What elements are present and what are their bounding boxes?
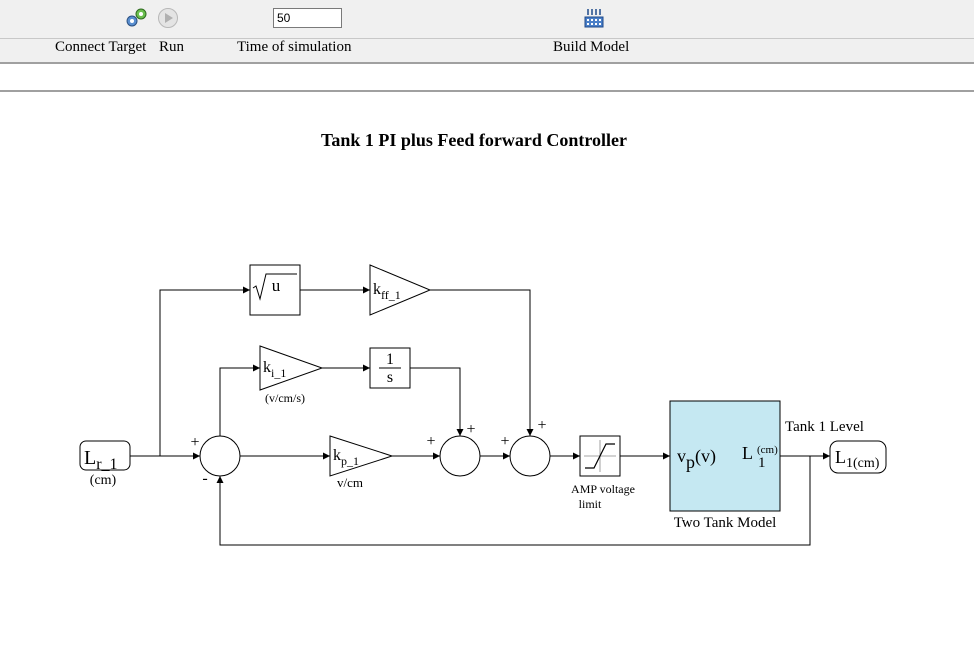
saturation-label-line1: AMP voltage [571, 482, 635, 496]
kp-gain-sub: p_1 [341, 454, 359, 468]
feedforward-sum-sign-top: + [537, 417, 546, 434]
error-sum-sign-plus: + [190, 434, 199, 451]
integrator-numerator: 1 [386, 351, 394, 368]
build-model-icon[interactable] [583, 7, 605, 29]
reference-input-main: L [84, 447, 96, 469]
connect-target-icon[interactable] [126, 8, 148, 28]
connect-target-label: Connect Target [55, 39, 147, 55]
error-sum-sign-minus: - [202, 470, 207, 487]
kff-gain-sub: ff_1 [381, 288, 401, 302]
toolbar-separator [0, 38, 974, 39]
kp-gain-main: k [333, 447, 341, 464]
time-of-simulation-label: Time of simulation [237, 39, 352, 55]
ki-gain-main: k [263, 359, 271, 376]
run-label: Run [159, 39, 185, 55]
reference-input-block[interactable]: Lr_1 [79, 440, 131, 473]
saturation-label-line2: limit [579, 497, 602, 511]
sqrt-block-label: u [272, 276, 281, 295]
simulation-time-input[interactable] [273, 8, 342, 28]
ki-gain-sub: i_1 [271, 366, 286, 380]
two-tank-model-caption: Two Tank Model [674, 515, 777, 531]
integrator-block[interactable]: 1 s [369, 347, 411, 389]
integrator-denominator: s [387, 369, 393, 386]
kp-gain-block[interactable]: kp_1 [329, 435, 394, 477]
saturation-block[interactable] [579, 435, 621, 477]
two-tank-model-block[interactable]: vp(v) L 1 (cm) [669, 400, 781, 512]
svg-text:Lr_1: Lr_1 [84, 447, 118, 473]
plant-output-unit: (cm) [757, 444, 778, 456]
plant-output-main: L [742, 443, 753, 463]
reference-input-unit: (cm) [90, 473, 117, 488]
output-block[interactable]: L1(cm) [829, 440, 887, 474]
plant-input-unit: (v) [695, 446, 716, 467]
pi-sum-sign-top: + [466, 421, 475, 438]
plant-output-sub: 1 [758, 455, 766, 471]
output-block-sub: 1(cm) [846, 456, 880, 471]
feedforward-sum-block[interactable] [509, 435, 551, 477]
tank1-level-signal-label: Tank 1 Level [785, 419, 864, 435]
toolbar: Connect Target Run Time of simulation Bu… [0, 0, 974, 64]
kff-gain-main: k [373, 281, 381, 298]
feedforward-sum-sign-left: + [500, 433, 509, 450]
svg-text:L: L [742, 443, 753, 463]
plant-input-sub: p [686, 452, 695, 472]
signal-lines [130, 286, 830, 546]
kp-gain-unit: v/cm [337, 475, 363, 490]
output-block-main: L [835, 447, 846, 467]
diagram-title: Tank 1 PI plus Feed forward Controller [321, 130, 627, 150]
pi-sum-block[interactable] [439, 435, 481, 477]
build-model-label: Build Model [553, 39, 630, 55]
svg-text:kp_1: kp_1 [333, 447, 359, 468]
kff-gain-block[interactable]: kff_1 [369, 264, 432, 316]
ki-gain-unit: (v/cm/s) [265, 391, 305, 405]
reference-input-sub: r_1 [96, 456, 117, 473]
sqrt-block[interactable]: u [249, 264, 301, 316]
error-sum-block[interactable] [199, 435, 241, 477]
run-icon[interactable] [157, 7, 179, 29]
plant-input-main: v [677, 446, 686, 466]
secondary-toolbar [0, 64, 974, 92]
svg-text:kff_1: kff_1 [373, 281, 401, 302]
ki-gain-block[interactable]: ki_1 [259, 345, 324, 391]
svg-text:L1(cm): L1(cm) [835, 447, 880, 471]
pi-sum-sign-left: + [426, 433, 435, 450]
svg-text:ki_1: ki_1 [263, 359, 286, 380]
svg-text:vp(v): vp(v) [677, 446, 716, 472]
